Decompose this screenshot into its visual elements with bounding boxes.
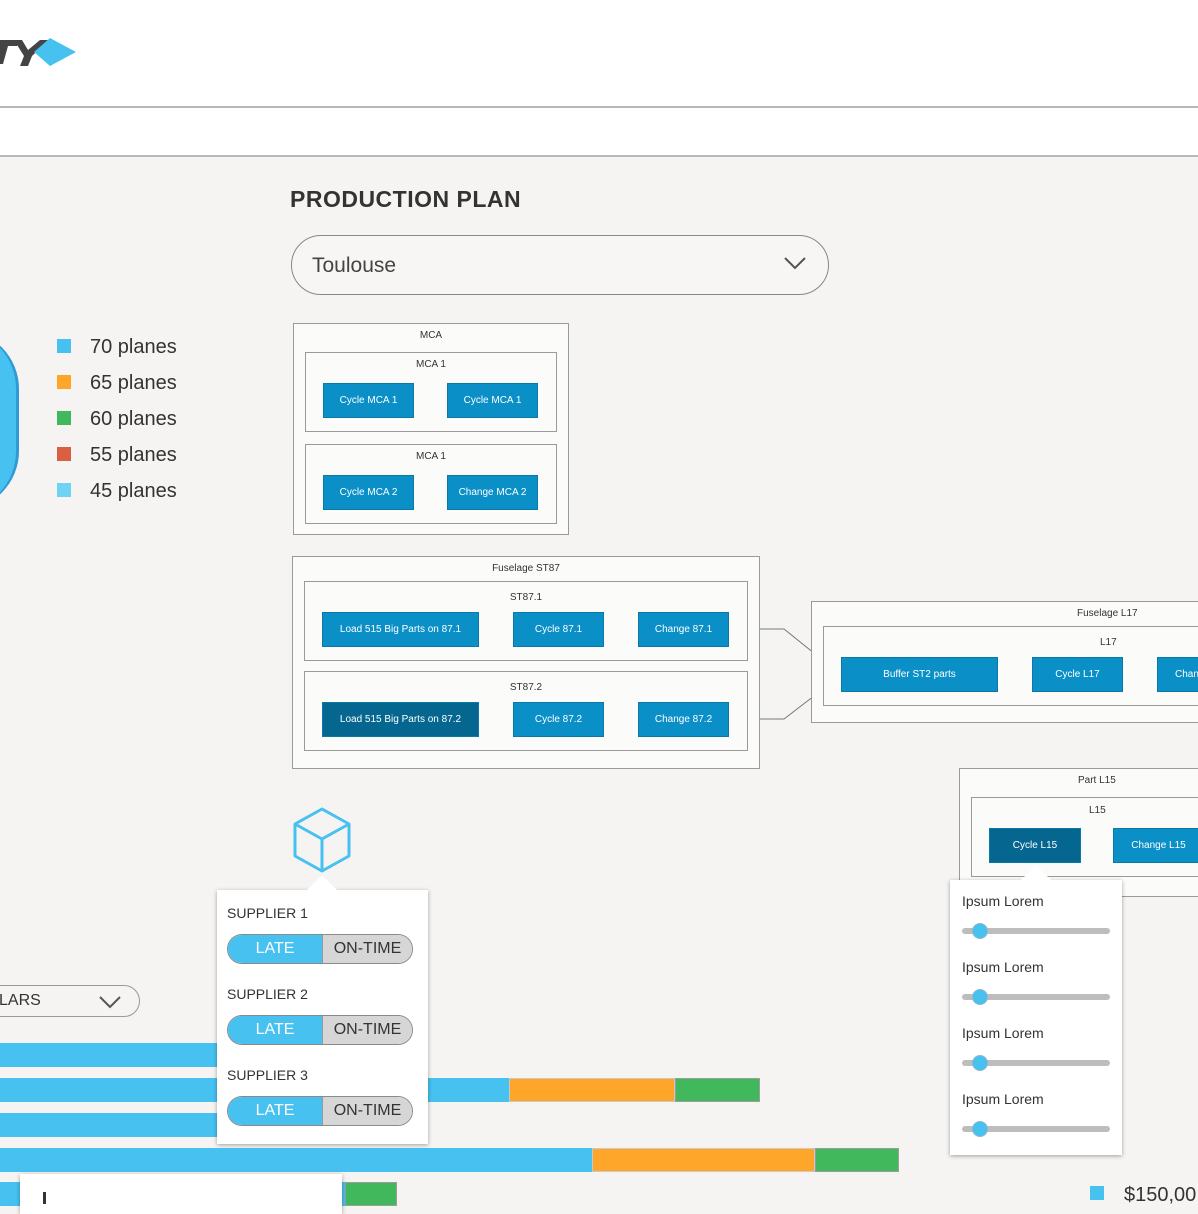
legend-swatch xyxy=(57,338,71,353)
bars-metric-select-value: LARS xyxy=(0,992,41,1009)
bars-metric-select[interactable]: LARS xyxy=(0,985,140,1017)
legend-item-55: 55 planes xyxy=(57,444,177,468)
bar-segment xyxy=(815,1148,899,1172)
chevron-down-icon xyxy=(99,996,121,1009)
flow-node[interactable]: Cycle 87.2 xyxy=(513,702,604,737)
pie-chart-edge xyxy=(0,330,19,510)
slider-track[interactable] xyxy=(962,994,1110,1000)
popup-pointer xyxy=(1020,865,1052,881)
flow-node[interactable]: Change MCA 2 xyxy=(447,475,538,510)
bar-segment xyxy=(509,1078,675,1102)
toggle-option-late[interactable]: LATE xyxy=(228,935,322,963)
legend-swatch xyxy=(57,374,71,389)
flow-node[interactable]: Load 515 Big Parts on 87.1 xyxy=(322,612,479,647)
slider-label: Ipsum Lorem xyxy=(962,893,1044,909)
brand-logo xyxy=(0,38,76,66)
legend-item-70: 70 planes xyxy=(57,336,177,360)
flow-node[interactable]: Buffer ST2 parts xyxy=(841,657,998,692)
toggle-option-on-time[interactable]: ON-TIME xyxy=(322,935,412,963)
site-select-value: Toulouse xyxy=(312,254,397,277)
text-cursor xyxy=(43,1192,46,1204)
sub-navigation-bar xyxy=(0,108,1198,157)
bar-segment xyxy=(592,1148,815,1172)
flow-node[interactable]: Change 87.1 xyxy=(638,612,729,647)
toggle-option-on-time[interactable]: ON-TIME xyxy=(322,1016,412,1044)
bar-segment xyxy=(0,1148,592,1172)
flow-node[interactable]: Change 87.2 xyxy=(638,702,729,737)
legend-swatch xyxy=(1090,1186,1104,1200)
flow-node-selected[interactable]: Load 515 Big Parts on 87.2 xyxy=(322,702,479,737)
flow-node-selected[interactable]: Cycle L15 xyxy=(989,828,1081,863)
legend-swatch xyxy=(57,482,71,497)
flow-node[interactable]: Cycle 87.1 xyxy=(513,612,604,647)
flow-node[interactable]: Cycle MCA 1 xyxy=(323,383,414,418)
app-header xyxy=(0,0,1198,108)
slider-thumb[interactable] xyxy=(972,1055,988,1071)
parameter-sliders-popup: Ipsum Lorem Ipsum Lorem Ipsum Lorem Ipsu… xyxy=(950,880,1122,1155)
supplier-3-status-toggle[interactable]: LATE ON-TIME xyxy=(227,1096,413,1126)
group-title: Part L15 xyxy=(1078,775,1116,786)
group-title: MCA xyxy=(419,330,443,341)
subgroup-title: MCA 1 xyxy=(415,451,446,462)
toggle-option-late[interactable]: LATE xyxy=(228,1016,322,1044)
bar-segment xyxy=(345,1182,397,1206)
toggle-option-on-time[interactable]: ON-TIME xyxy=(322,1097,412,1125)
subgroup-title: L17 xyxy=(1100,637,1117,648)
popup-pointer xyxy=(306,875,338,891)
subgroup-title: MCA 1 xyxy=(415,359,446,370)
flow-node[interactable]: Chan xyxy=(1157,657,1198,692)
legend-item-65: 65 planes xyxy=(57,372,177,396)
slider-track[interactable] xyxy=(962,928,1110,934)
chevron-down-icon xyxy=(784,257,806,270)
legend-item-60: 60 planes xyxy=(57,408,177,432)
supplier-1-status-toggle[interactable]: LATE ON-TIME xyxy=(227,934,413,964)
slider-thumb[interactable] xyxy=(972,989,988,1005)
page-title: PRODUCTION PLAN xyxy=(290,186,522,212)
site-select[interactable]: Toulouse xyxy=(291,235,829,295)
subgroup-title: L15 xyxy=(1089,805,1106,816)
legend-swatch xyxy=(57,410,71,425)
supplier-2-status-toggle[interactable]: LATE ON-TIME xyxy=(227,1015,413,1045)
toggle-option-late[interactable]: LATE xyxy=(228,1097,322,1125)
slider-label: Ipsum Lorem xyxy=(962,959,1044,975)
slider-track[interactable] xyxy=(962,1060,1110,1066)
subgroup-title: ST87.1 xyxy=(509,592,543,603)
subgroup-title: ST87.2 xyxy=(509,682,543,693)
supplier-label: SUPPLIER 1 xyxy=(227,905,308,921)
flow-node[interactable]: Cycle MCA 1 xyxy=(447,383,538,418)
bar-segment xyxy=(675,1078,760,1102)
slider-thumb[interactable] xyxy=(972,1121,988,1137)
slider-track[interactable] xyxy=(962,1126,1110,1132)
legend-item-45: 45 planes xyxy=(57,480,177,504)
tooltip-popup xyxy=(20,1174,342,1214)
flow-node[interactable]: Change L15 xyxy=(1113,828,1198,863)
supplier-label: SUPPLIER 2 xyxy=(227,986,308,1002)
slider-label: Ipsum Lorem xyxy=(962,1091,1044,1107)
group-title: Fuselage L17 xyxy=(1077,608,1138,619)
price-value: $150,00 xyxy=(1124,1184,1197,1206)
slider-thumb[interactable] xyxy=(972,923,988,939)
supplier-label: SUPPLIER 3 xyxy=(227,1067,308,1083)
flow-node[interactable]: Cycle MCA 2 xyxy=(323,475,414,510)
flow-node[interactable]: Cycle L17 xyxy=(1032,657,1123,692)
supplier-status-popup: SUPPLIER 1 LATE ON-TIME SUPPLIER 2 LATE … xyxy=(217,890,428,1144)
legend-swatch xyxy=(57,446,71,461)
slider-label: Ipsum Lorem xyxy=(962,1025,1044,1041)
group-title: Fuselage ST87 xyxy=(492,563,560,574)
cube-icon[interactable] xyxy=(290,806,354,876)
